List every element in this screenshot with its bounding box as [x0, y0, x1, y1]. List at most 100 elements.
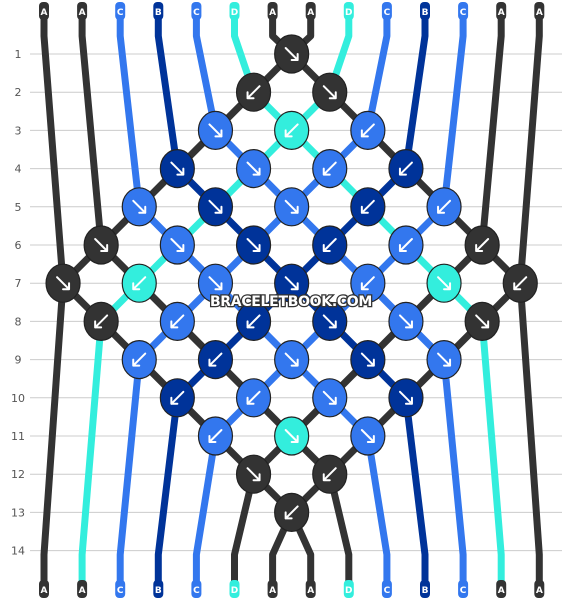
- row-number-label: 13: [11, 506, 25, 519]
- arrow-down-right-icon: [284, 199, 299, 214]
- strand-letter-bottom: A: [79, 586, 86, 596]
- row-number-label: 8: [15, 315, 22, 328]
- knot: [83, 301, 119, 341]
- knot: [426, 340, 462, 380]
- knot: [197, 263, 234, 303]
- knot: [159, 225, 195, 265]
- strand-letter-bottom: A: [536, 586, 543, 596]
- row-number-label: 5: [15, 201, 22, 214]
- arrow-down-right-icon: [322, 85, 337, 100]
- strand-tag-bottom: [420, 580, 430, 598]
- arrow-down-right-icon: [284, 352, 299, 367]
- arrow-down-right-icon: [246, 161, 261, 176]
- knot: [350, 416, 386, 456]
- strand-letter-top: B: [155, 8, 162, 18]
- knot: [121, 263, 157, 303]
- strand-tag-bottom: [267, 580, 278, 598]
- strand-tag-bottom: [39, 580, 49, 598]
- arrow-down-left-icon: [208, 429, 223, 443]
- arrow-down-left-icon: [360, 276, 375, 291]
- strand-tag-top: [229, 2, 240, 20]
- strand-letter-bottom: D: [345, 586, 352, 596]
- arrow-down-right-icon: [170, 161, 185, 176]
- knot: [197, 187, 234, 227]
- strand-tag-bottom: [458, 580, 469, 598]
- arrow-down-right-icon: [208, 199, 223, 214]
- strand-tag-top: [343, 2, 354, 20]
- strand-letter-bottom: C: [193, 586, 200, 596]
- arrow-down-right-icon: [56, 276, 71, 291]
- strand-letter-top: C: [193, 8, 200, 18]
- strand-letter-top: A: [79, 8, 86, 18]
- strand-tag-bottom: [305, 580, 316, 598]
- knot: [159, 149, 195, 189]
- knot: [312, 378, 348, 418]
- knot: [426, 263, 462, 303]
- arrow-down-left-icon: [132, 352, 147, 367]
- knot: [312, 454, 348, 494]
- row-number-label: 2: [15, 86, 22, 99]
- knot: [502, 263, 538, 303]
- knot: [121, 340, 157, 380]
- strand-tag-bottom: [77, 580, 88, 598]
- strand-letter-top: A: [536, 8, 543, 18]
- strand-tag-top: [77, 2, 88, 20]
- row-number-label: 7: [15, 277, 22, 290]
- arrow-down-left-icon: [132, 276, 147, 291]
- labels: 1234567891011121314AAAACCBBCCDDAAAADDCCB…: [11, 2, 545, 598]
- arrow-down-left-icon: [246, 85, 261, 100]
- strand-tag-top: [458, 2, 469, 20]
- strand-letter-bottom: A: [498, 586, 505, 596]
- strand-tag-bottom: [496, 580, 507, 598]
- strand-tag-top: [381, 2, 392, 20]
- knot: [197, 340, 234, 380]
- strand-letter-top: B: [422, 8, 429, 18]
- knot: [274, 416, 310, 456]
- arrow-down-right-icon: [208, 276, 223, 291]
- knot: [121, 187, 157, 227]
- strand-tag-top: [534, 2, 545, 20]
- knot: [464, 225, 500, 265]
- strand-letter-bottom: D: [231, 586, 238, 596]
- strand-tag-bottom: [381, 580, 392, 598]
- strand-letter-top: A: [307, 8, 314, 18]
- arrow-down-right-icon: [284, 276, 299, 291]
- arrow-down-right-icon: [284, 429, 299, 443]
- arrow-down-right-icon: [322, 390, 337, 405]
- watermark-text: BRACELETBOOK.COM: [210, 294, 372, 310]
- arrow-down-right-icon: [322, 314, 337, 329]
- arrow-down-left-icon: [437, 199, 452, 214]
- knot: [45, 263, 81, 303]
- row-number-label: 4: [15, 163, 22, 176]
- arrow-down-right-icon: [170, 238, 185, 252]
- arrow-down-right-icon: [132, 199, 147, 214]
- knot: [312, 301, 348, 341]
- row-number-label: 14: [11, 545, 25, 558]
- arrow-down-left-icon: [360, 123, 375, 138]
- arrow-down-right-icon: [208, 123, 223, 138]
- strand-tag-top: [115, 2, 126, 20]
- arrow-down-right-icon: [246, 238, 261, 252]
- strand-letter-top: A: [41, 8, 48, 18]
- knot: [235, 149, 272, 189]
- arrow-down-left-icon: [208, 352, 223, 367]
- arrow-down-left-icon: [246, 390, 261, 405]
- arrow-down-left-icon: [322, 467, 337, 482]
- row-number-label: 11: [11, 430, 25, 443]
- knot: [197, 110, 234, 150]
- arrow-down-right-icon: [437, 276, 452, 291]
- knot: [274, 187, 310, 227]
- strand-tag-bottom: [343, 580, 354, 598]
- strand-tag-top: [39, 2, 49, 20]
- arrow-down-left-icon: [246, 314, 261, 329]
- strand-letter-bottom: A: [41, 586, 48, 596]
- knot: [274, 340, 310, 380]
- strand-tag-top: [267, 2, 278, 20]
- knot: [159, 378, 195, 418]
- knot: [388, 378, 424, 418]
- arrow-down-right-icon: [437, 352, 452, 367]
- strand-letter-top: A: [498, 8, 505, 18]
- knot: [388, 225, 424, 265]
- row-number-label: 3: [15, 124, 22, 137]
